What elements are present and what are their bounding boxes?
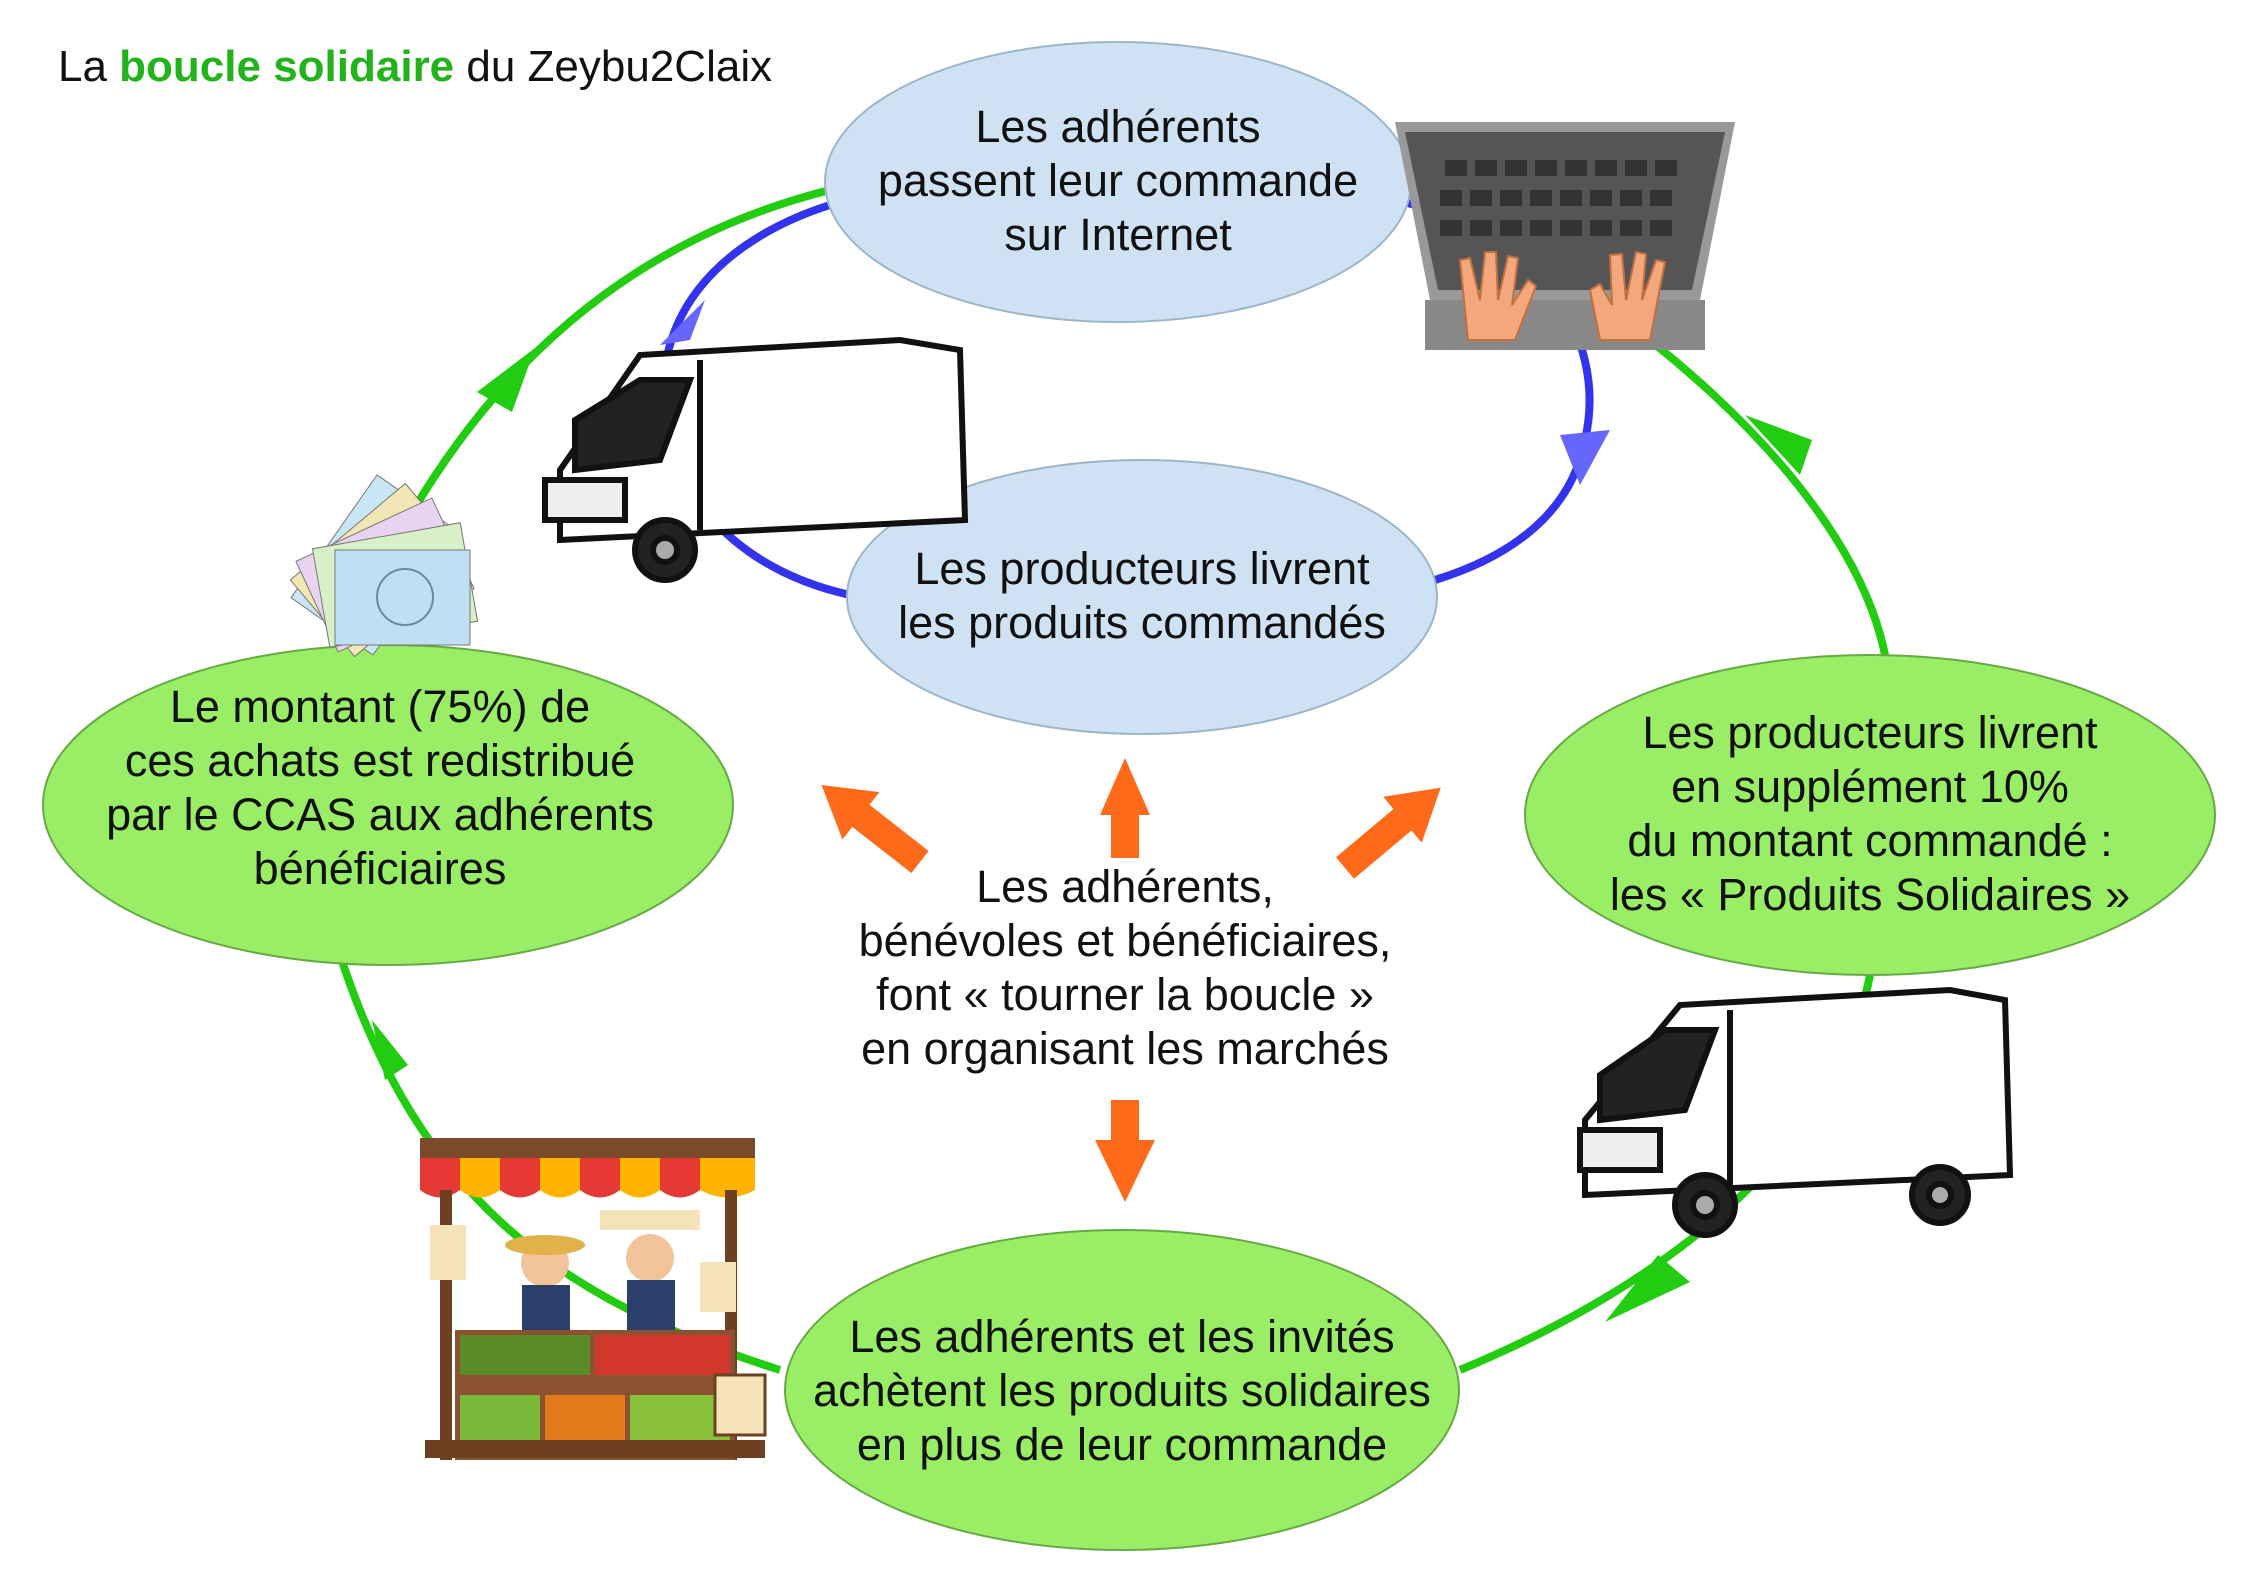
green-arrowhead-right [1745, 415, 1812, 475]
page-title: La boucle solidaire du Zeybu2Claix [58, 42, 772, 92]
node-supplement-shape [1524, 654, 2216, 976]
node-redistribution-line: ces achats est redistribué [124, 735, 636, 786]
node-purchase-line: Les adhérents et les invités [849, 1311, 1395, 1362]
node-redistribution-line: Le montant (75%) de [169, 681, 591, 732]
title-highlight: boucle solidaire [119, 42, 455, 91]
outer-arrowheads [372, 348, 1812, 1322]
banknotes-icon [289, 474, 479, 658]
node-delivery-text: Les producteurs livrent les produits com… [862, 542, 1422, 650]
van-icon [542, 336, 969, 583]
node-order-line: Les adhérents [975, 101, 1261, 152]
arrow-down [1095, 1100, 1155, 1202]
blue-arrowhead-left [660, 300, 705, 345]
node-supplement-line: en supplément 10% [1671, 761, 2069, 812]
node-order-line: sur Internet [1004, 209, 1232, 260]
node-supplement-line: du montant commandé : [1627, 815, 2113, 866]
arrow-up-right [1336, 787, 1441, 879]
node-supplement-text: Les producteurs livrent en supplément 10… [1540, 706, 2200, 922]
center-text: Les adhérents, bénévoles et bénéficiaire… [800, 860, 1450, 1076]
node-purchase-line: en plus de leur commande [856, 1419, 1388, 1470]
node-purchase-shape [784, 1229, 1460, 1551]
green-arrowhead-bottom-right [1605, 1255, 1690, 1322]
inner-arrowheads [660, 300, 1610, 485]
node-order-line: passent leur commande [877, 155, 1359, 206]
center-line: bénévoles et bénéficiaires, [858, 915, 1392, 966]
title-suffix: du Zeybu2Claix [454, 42, 773, 91]
center-line: en organisant les marchés [861, 1023, 1389, 1074]
node-order-text: Les adhérents passent leur commande sur … [840, 100, 1396, 262]
node-supplement-line: Les producteurs livrent [1642, 707, 2098, 758]
green-arrowhead-left [372, 1020, 408, 1080]
center-arrows [821, 758, 1441, 1202]
green-arrowhead-top-left [477, 348, 535, 412]
node-purchase-text: Les adhérents et les invités achètent le… [790, 1310, 1454, 1472]
center-line: Les adhérents, [976, 861, 1274, 912]
title-prefix: La [58, 42, 120, 91]
node-supplement-line: les « Produits Solidaires » [1609, 869, 2131, 920]
laptop-icon [1395, 122, 1735, 350]
center-line: font « tourner la boucle » [876, 969, 1374, 1020]
node-redistribution-line: bénéficiaires [253, 843, 507, 894]
arrow-up [1100, 758, 1150, 858]
node-delivery-line: Les producteurs livrent [914, 543, 1370, 594]
node-delivery-line: les produits commandés [898, 597, 1386, 648]
node-redistribution-text: Le montant (75%) de ces achats est redis… [60, 680, 700, 896]
node-redistribution-line: par le CCAS aux adhérents [106, 789, 654, 840]
blue-arrowhead-right [1560, 430, 1610, 485]
arrow-up-left [821, 785, 929, 874]
market-stall-icon [420, 1138, 767, 1460]
van-icon [1577, 986, 2014, 1238]
node-delivery-shape [846, 459, 1438, 735]
node-purchase-line: achètent les produits solidaires [813, 1365, 1431, 1416]
